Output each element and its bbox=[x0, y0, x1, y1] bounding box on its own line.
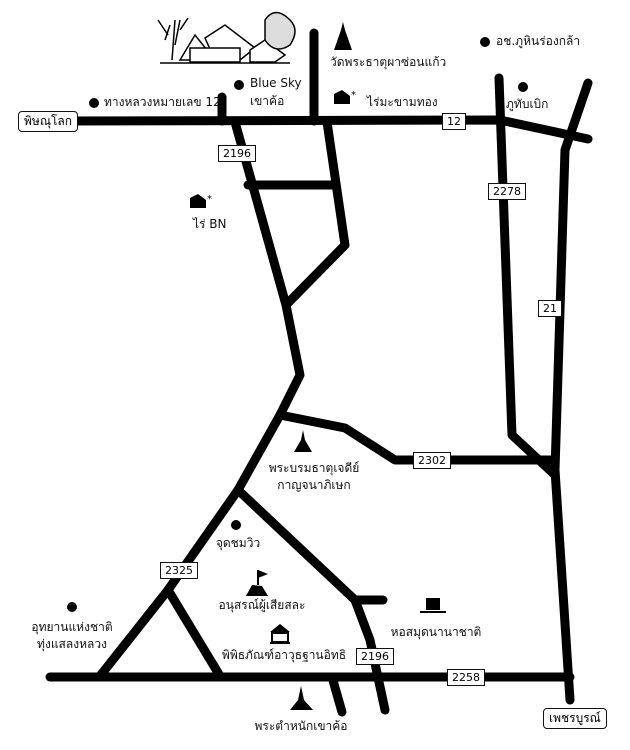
label-hin-rong-kla: อช.ภูหินร่องกล้า bbox=[496, 34, 581, 48]
road-21 bbox=[550, 78, 593, 705]
road-2278 bbox=[494, 73, 560, 480]
label-national-park-2: ทุ่งแสลงหลวง bbox=[37, 637, 107, 651]
label-memorial: อนุสรณ์ผู้เสียสละ bbox=[218, 598, 306, 612]
city-phitsanulok: พิษณุโลก bbox=[18, 111, 79, 132]
route-2196-south-marker: 2196 bbox=[356, 648, 394, 665]
label-rai-bn: ไร่ BN bbox=[193, 217, 227, 231]
svg-text:*: * bbox=[207, 194, 212, 205]
road-spur-palace bbox=[327, 672, 347, 717]
farm-icon-makham: * bbox=[334, 90, 356, 104]
label-blue-sky-1: Blue Sky bbox=[250, 76, 302, 90]
label-chedi-2: กาญจนาภิเษก bbox=[277, 478, 351, 492]
label-blue-sky-2: เขาค้อ bbox=[250, 94, 285, 108]
road-2325-branch bbox=[163, 585, 225, 681]
svg-text:*: * bbox=[351, 90, 356, 101]
poi-dot-blue-sky bbox=[234, 80, 244, 90]
route-12-marker: 12 bbox=[442, 113, 466, 130]
memorial-icon bbox=[246, 570, 268, 596]
road-east-loop bbox=[281, 117, 350, 310]
label-phu-thap-boek: ภูทับเบิก bbox=[506, 97, 549, 111]
route-2325-marker: 2325 bbox=[160, 562, 198, 579]
poi-dot-viewpoint bbox=[231, 520, 241, 530]
label-chedi-1: พระบรมธาตุเจดีย์ bbox=[268, 461, 360, 475]
route-21-marker: 21 bbox=[538, 300, 562, 317]
label-wat-pha-son-kaew: วัดพระธาตุผาซ่อนแก้ว bbox=[330, 55, 447, 69]
label-palace: พระตำหนักเขาค้อ bbox=[254, 719, 348, 733]
poi-dot-national-park bbox=[67, 602, 77, 612]
poi-dot-hin-rong-kla bbox=[480, 37, 490, 47]
poi-dot-highway12 bbox=[89, 98, 99, 108]
label-library: หอสมุดนานาชาติ bbox=[390, 625, 482, 639]
poi-dot-phu-thap-boek bbox=[518, 82, 528, 92]
label-museum: พิพิธภัณฑ์อาวุธฐานอิทธิ bbox=[221, 648, 347, 662]
farm-icon-bn: * bbox=[190, 194, 212, 208]
route-2302-marker: 2302 bbox=[413, 452, 451, 469]
temple-icon-palace bbox=[290, 686, 313, 710]
label-rai-makham-thong: ไร่มะขามทอง bbox=[367, 95, 438, 109]
route-2196-marker: 2196 bbox=[218, 145, 256, 162]
label-viewpoint: จุดชมวิว bbox=[215, 536, 261, 550]
library-icon bbox=[420, 598, 446, 613]
museum-icon bbox=[270, 624, 290, 644]
road-2302 bbox=[275, 410, 560, 465]
route-2278-marker: 2278 bbox=[488, 183, 526, 200]
label-highway12: ทางหลวงหมายเลข 12 bbox=[104, 95, 221, 109]
house-illustration-icon bbox=[157, 11, 296, 64]
city-phetchabun: เพชรบูรณ์ bbox=[543, 708, 607, 729]
label-national-park-1: อุทยานแห่งชาติ bbox=[31, 620, 113, 634]
route-2258-marker: 2258 bbox=[447, 669, 485, 686]
temple-icon-chedi bbox=[294, 430, 312, 452]
temple-icon-wat bbox=[334, 22, 352, 50]
